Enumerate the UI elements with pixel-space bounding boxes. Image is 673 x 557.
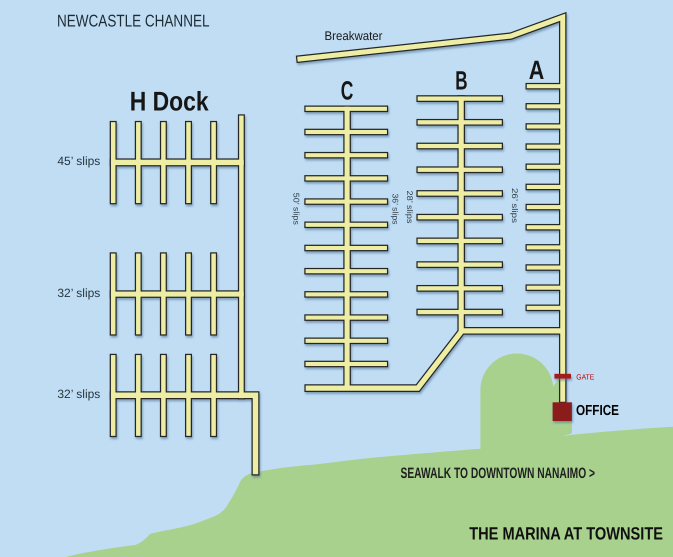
svg-text:GATE: GATE [576, 373, 594, 382]
svg-text:SEAWALK TO DOWNTOWN NANAIMO >: SEAWALK TO DOWNTOWN NANAIMO > [401, 465, 596, 482]
svg-text:NEWCASTLE CHANNEL: NEWCASTLE CHANNEL [57, 12, 210, 31]
svg-text:32’ slips: 32’ slips [57, 286, 100, 300]
svg-text:45’ slips: 45’ slips [57, 154, 100, 168]
svg-text:36’ slips: 36’ slips [390, 194, 400, 225]
svg-text:OFFICE: OFFICE [576, 403, 619, 419]
svg-text:32’ slips: 32’ slips [57, 387, 100, 401]
svg-text:C: C [341, 76, 354, 106]
svg-text:26’ slips: 26’ slips [510, 188, 520, 223]
svg-text:A: A [529, 55, 545, 85]
svg-text:B: B [455, 66, 467, 96]
svg-text:Breakwater: Breakwater [325, 29, 383, 43]
svg-text:50’ slips: 50’ slips [292, 193, 302, 225]
svg-text:28’ slips: 28’ slips [405, 191, 415, 224]
svg-text:THE MARINA AT TOWNSITE: THE MARINA AT TOWNSITE [469, 523, 663, 543]
svg-text:H Dock: H Dock [130, 86, 210, 116]
